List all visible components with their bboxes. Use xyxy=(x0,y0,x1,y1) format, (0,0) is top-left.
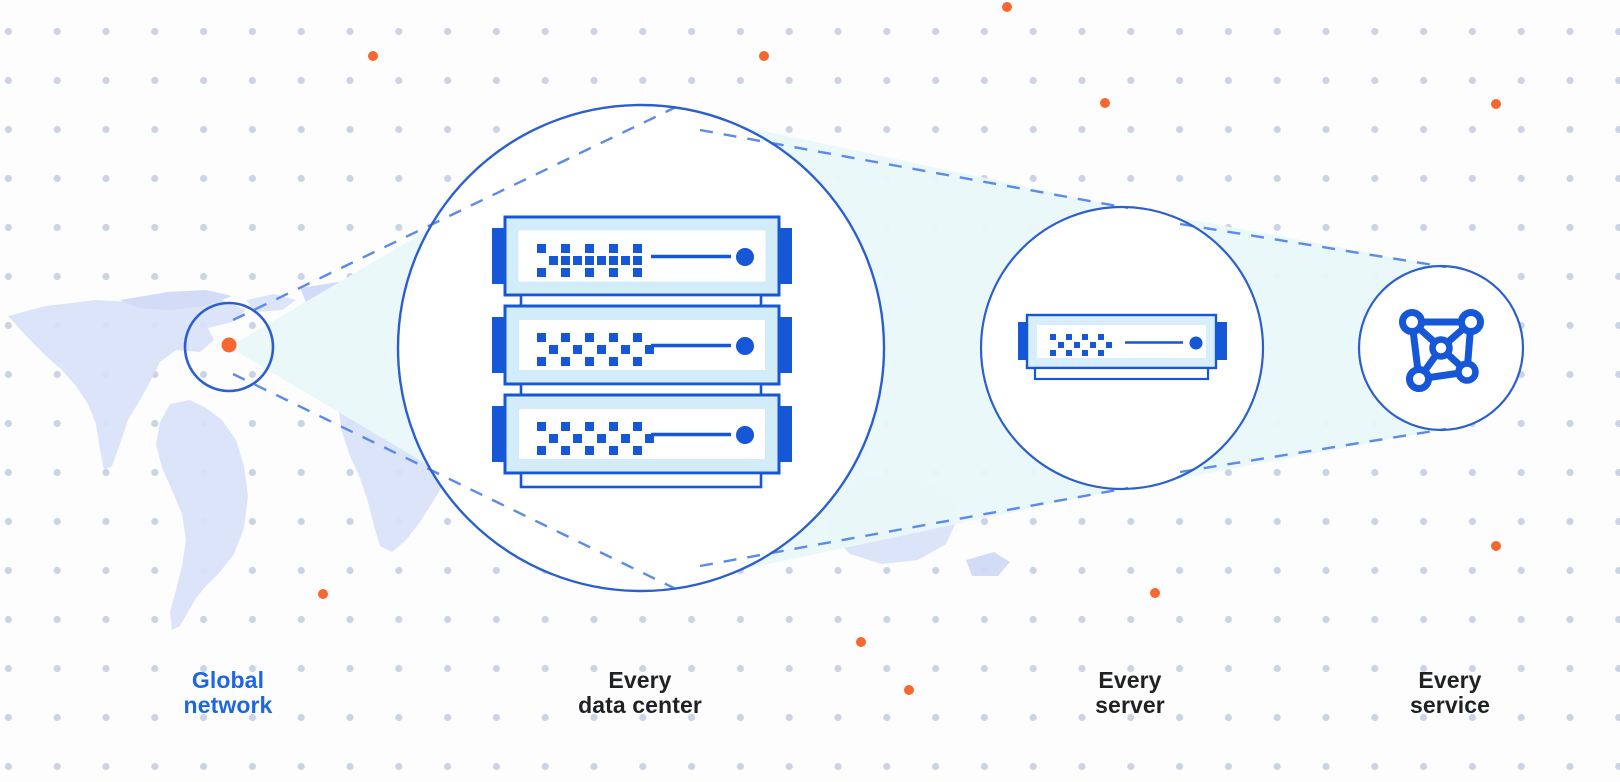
server-unit xyxy=(492,215,792,297)
globe-focus-marker xyxy=(221,337,237,353)
accent-dot xyxy=(856,637,866,647)
accent-dot xyxy=(759,51,769,61)
server-circle xyxy=(979,205,1265,491)
accent-dot xyxy=(1491,541,1501,551)
accent-dot xyxy=(368,51,378,61)
data-center-circle xyxy=(396,103,886,593)
server-base xyxy=(1033,366,1210,381)
network-nodes-icon xyxy=(1399,309,1484,392)
accent-dot xyxy=(1150,588,1160,598)
accent-dot xyxy=(318,589,328,599)
accent-dot xyxy=(1002,2,1012,12)
rack-base xyxy=(519,471,763,489)
server-unit xyxy=(492,304,792,386)
server-unit-icon xyxy=(1018,313,1227,381)
server-unit xyxy=(492,393,792,475)
zoom-cone-dashed-lines xyxy=(232,105,1447,591)
accent-dot xyxy=(1100,98,1110,108)
service-circle xyxy=(1357,264,1525,432)
accent-dot xyxy=(904,685,914,695)
globe-focus-circle xyxy=(183,301,275,393)
accent-dot xyxy=(1491,99,1501,109)
server-rack-icon xyxy=(492,215,792,489)
stage-circles xyxy=(183,103,1525,593)
